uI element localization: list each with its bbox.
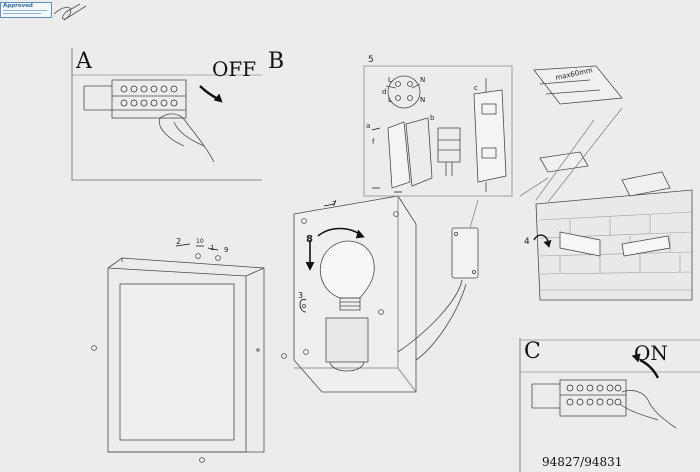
- lamp-socket: [325, 317, 369, 372]
- panel-c-switch-on: [519, 338, 700, 472]
- part-c-label: c: [474, 84, 478, 92]
- cable-strip-icon: [519, 65, 671, 203]
- terminal-n-bottom: N: [420, 96, 425, 104]
- junction-box: [473, 78, 507, 192]
- step-4-label: 4: [524, 237, 530, 247]
- terminal-l-top: L: [388, 76, 392, 84]
- rotate-off-arrow-icon: [199, 85, 223, 103]
- screw-3: [299, 298, 307, 313]
- terminal-block-a: [111, 79, 187, 119]
- hand-icon: [158, 113, 215, 163]
- connection-box: [451, 227, 479, 279]
- mounting-bracket: [559, 231, 671, 257]
- model-numbers: 94827/94831: [542, 455, 622, 469]
- terminal-l-mid: L: [388, 96, 392, 104]
- hand-icon: [619, 390, 677, 429]
- step-5-label: 5: [368, 55, 374, 65]
- rotate-on-arrow-icon: [631, 353, 660, 379]
- panel-b-letter: B: [268, 49, 284, 74]
- panel-c-letter: C: [524, 339, 541, 364]
- terminal-diagram: [385, 75, 421, 109]
- panel-a-switch-off: [71, 48, 262, 181]
- wall-detail: [519, 65, 693, 301]
- approval-signature: [53, 3, 87, 21]
- approval-stamp-title: Approved: [3, 3, 33, 9]
- connector-block: [437, 127, 461, 176]
- screw-7: [323, 199, 337, 207]
- panel-c-state: ON: [634, 341, 668, 365]
- panel-a-letter: A: [75, 49, 93, 74]
- step-3-label: 3: [298, 291, 303, 300]
- part-f-label: f: [372, 138, 375, 146]
- screw-icon: [371, 127, 402, 193]
- screw-set-top: [175, 243, 221, 261]
- step-7-label: 7: [332, 200, 336, 208]
- step-10-label: 10: [196, 238, 204, 245]
- step-1-label: 1: [210, 244, 214, 252]
- approval-stamp: Approved: [0, 2, 52, 18]
- step-8-label: 8: [306, 234, 313, 245]
- step-2-label: 2: [176, 237, 181, 246]
- screw-in-arrow-icon: [305, 227, 365, 271]
- part-d-label: d: [382, 88, 386, 96]
- lamp-housing: [91, 257, 287, 463]
- step-9-label: 9: [224, 246, 228, 254]
- rotate-arrow-4-icon: [533, 234, 552, 248]
- part-a-label: a: [366, 122, 370, 130]
- cable-to-connection-box: [397, 279, 467, 361]
- light-bulb-icon: [319, 240, 375, 311]
- wiring-detail-box: [363, 65, 513, 197]
- part-b-label: b: [430, 114, 435, 122]
- terminal-block-c: [559, 379, 627, 417]
- terminal-n-top: N: [420, 76, 425, 84]
- cover-plate: [387, 117, 433, 189]
- approval-stamp-fine-print: [3, 10, 47, 11]
- panel-a-state: OFF: [212, 57, 256, 81]
- approval-stamp-fine-print-2: [3, 13, 41, 14]
